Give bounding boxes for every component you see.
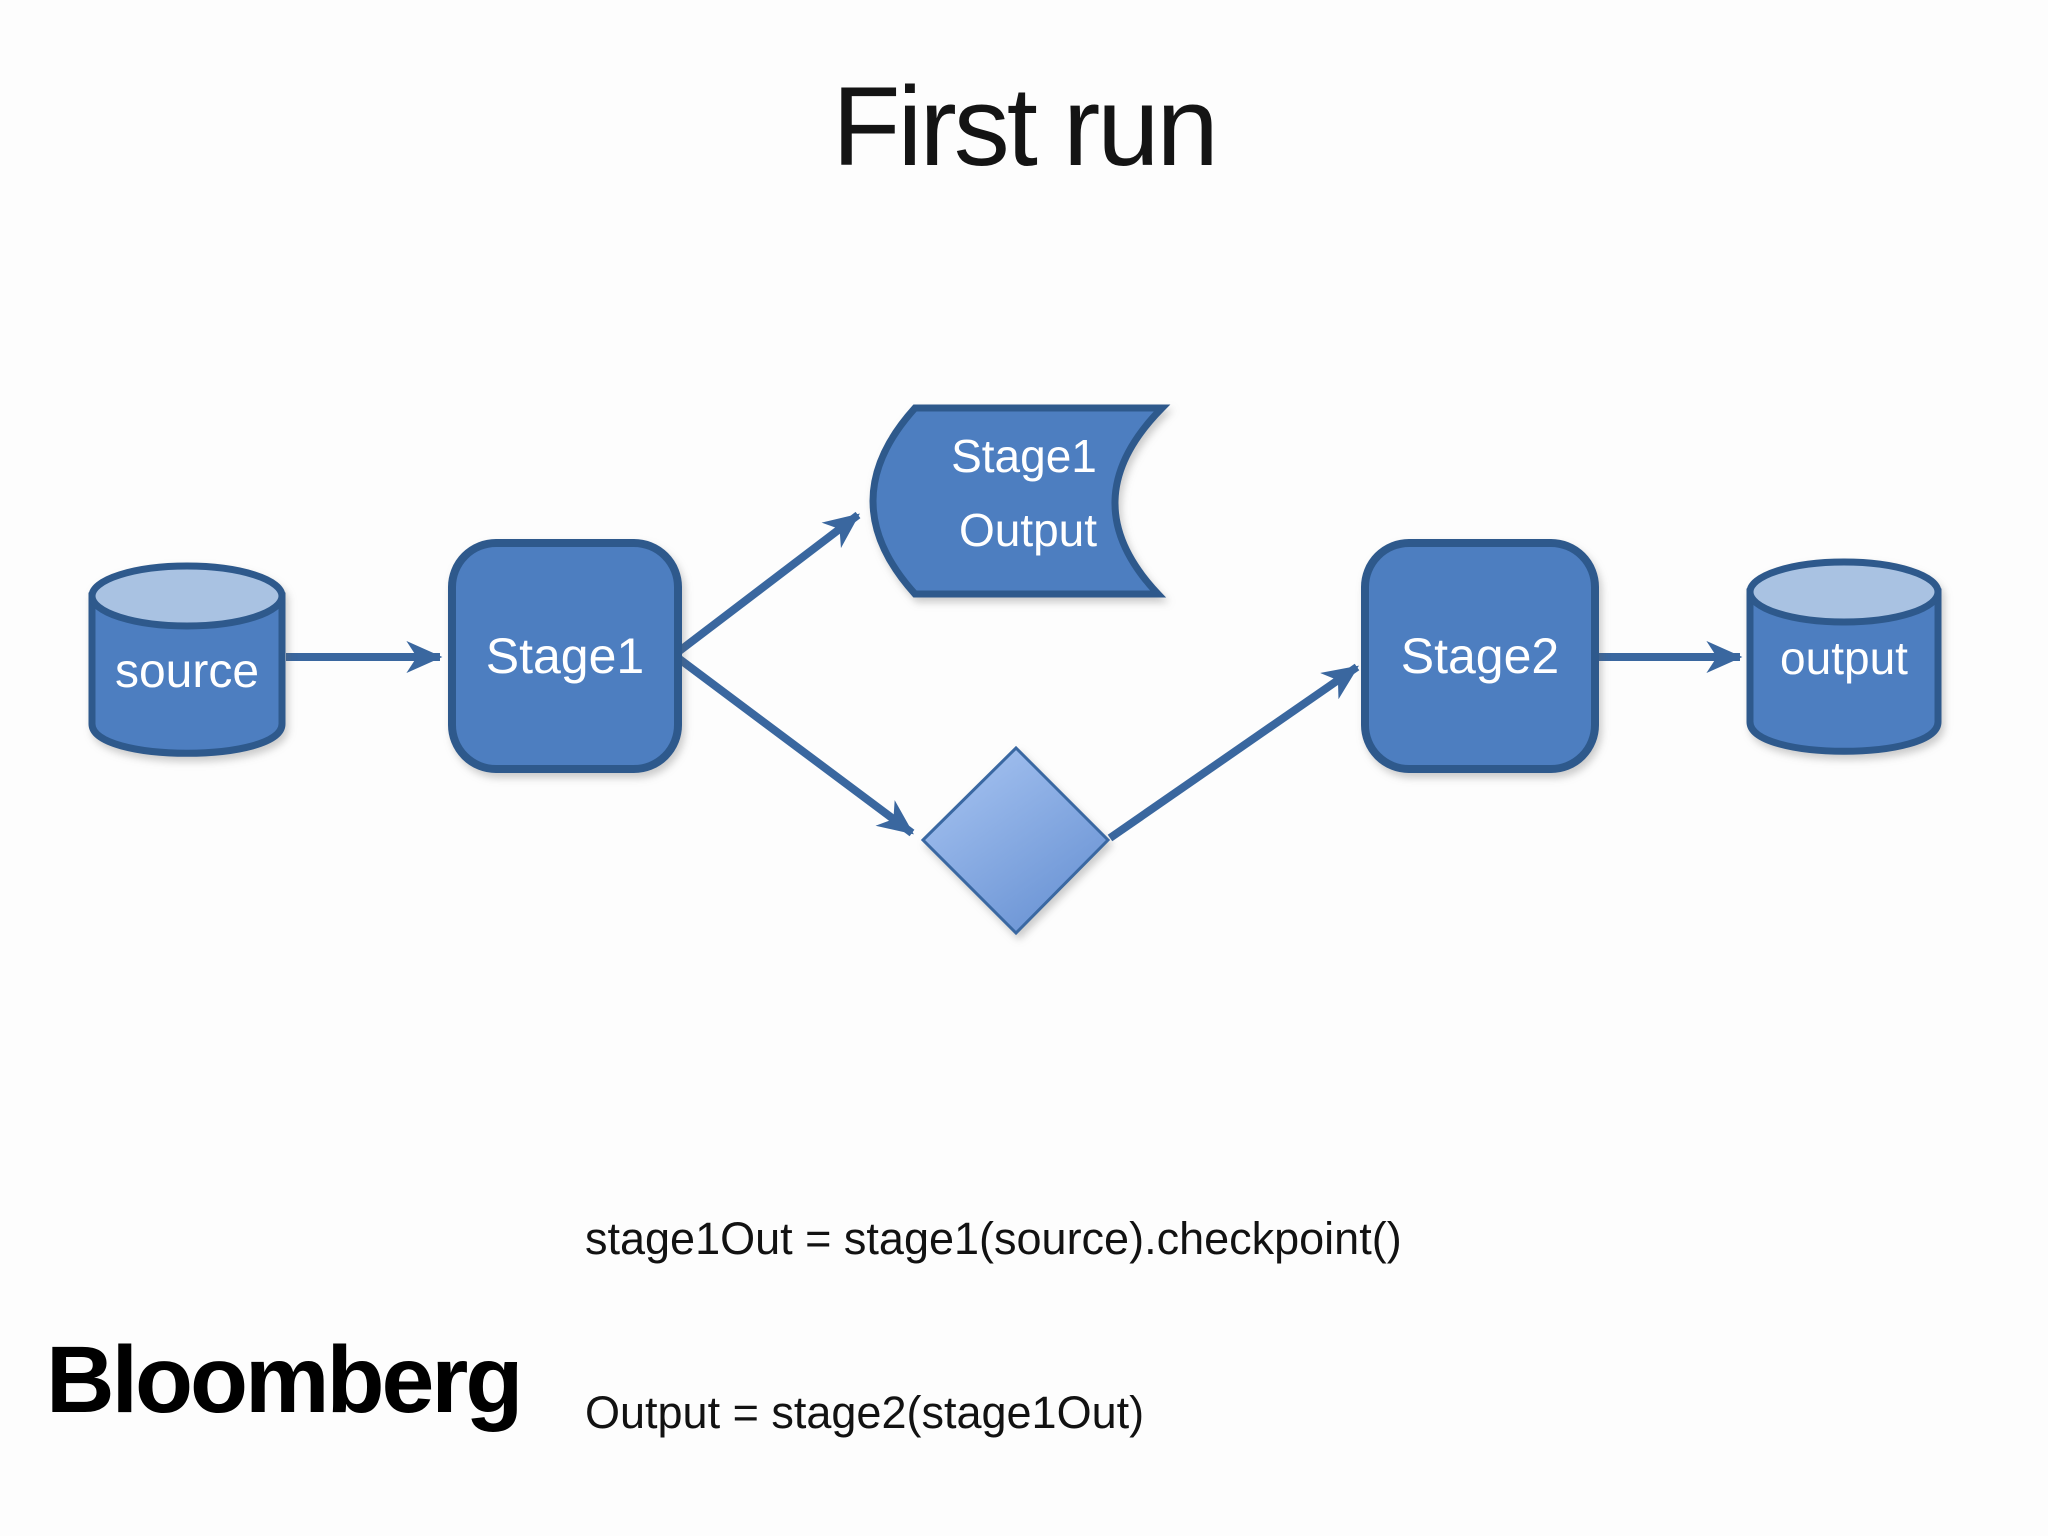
stage1-node: Stage1 [448, 539, 682, 773]
stage1-box [448, 539, 682, 773]
stage1-label: Stage1 [486, 628, 644, 684]
code-line-1: stage1Out = stage1(source).checkpoint() [585, 1213, 1402, 1264]
stage2-label: Stage2 [1401, 628, 1559, 684]
source-label: source [115, 645, 259, 698]
diagram-edges [286, 511, 1743, 842]
stage1-output-label-line1: Stage1 [951, 430, 1097, 482]
edge-stage1-to-stage1-output [675, 511, 861, 656]
bloomberg-logo: Bloomberg [46, 1327, 523, 1433]
code-annotation: stage1Out = stage1(source).checkpoint() … [585, 1094, 1402, 1536]
slide-title: First run [832, 64, 1219, 189]
output-cylinder-top [1746, 558, 1942, 626]
source-node: source [88, 562, 286, 757]
edge-stage1-to-checkpoint [675, 654, 915, 837]
stage1-output-node: Stage1 Output [869, 404, 1171, 598]
stage1-output-shape [869, 404, 1171, 598]
stage1-output-label-line2: Output [959, 504, 1097, 556]
checkpoint-diamond [920, 745, 1111, 936]
output-node: output [1746, 558, 1942, 755]
source-cylinder-body [88, 592, 286, 757]
output-cylinder-body [1746, 588, 1942, 755]
code-line-2: Output = stage2(stage1Out) [585, 1387, 1145, 1438]
stage2-box [1361, 539, 1599, 773]
stage2-node: Stage2 [1361, 539, 1599, 773]
edge-checkpoint-to-stage2 [1107, 663, 1360, 842]
checkpoint-decision-node [920, 745, 1111, 936]
source-cylinder-top [88, 562, 286, 630]
output-label: output [1780, 632, 1908, 684]
